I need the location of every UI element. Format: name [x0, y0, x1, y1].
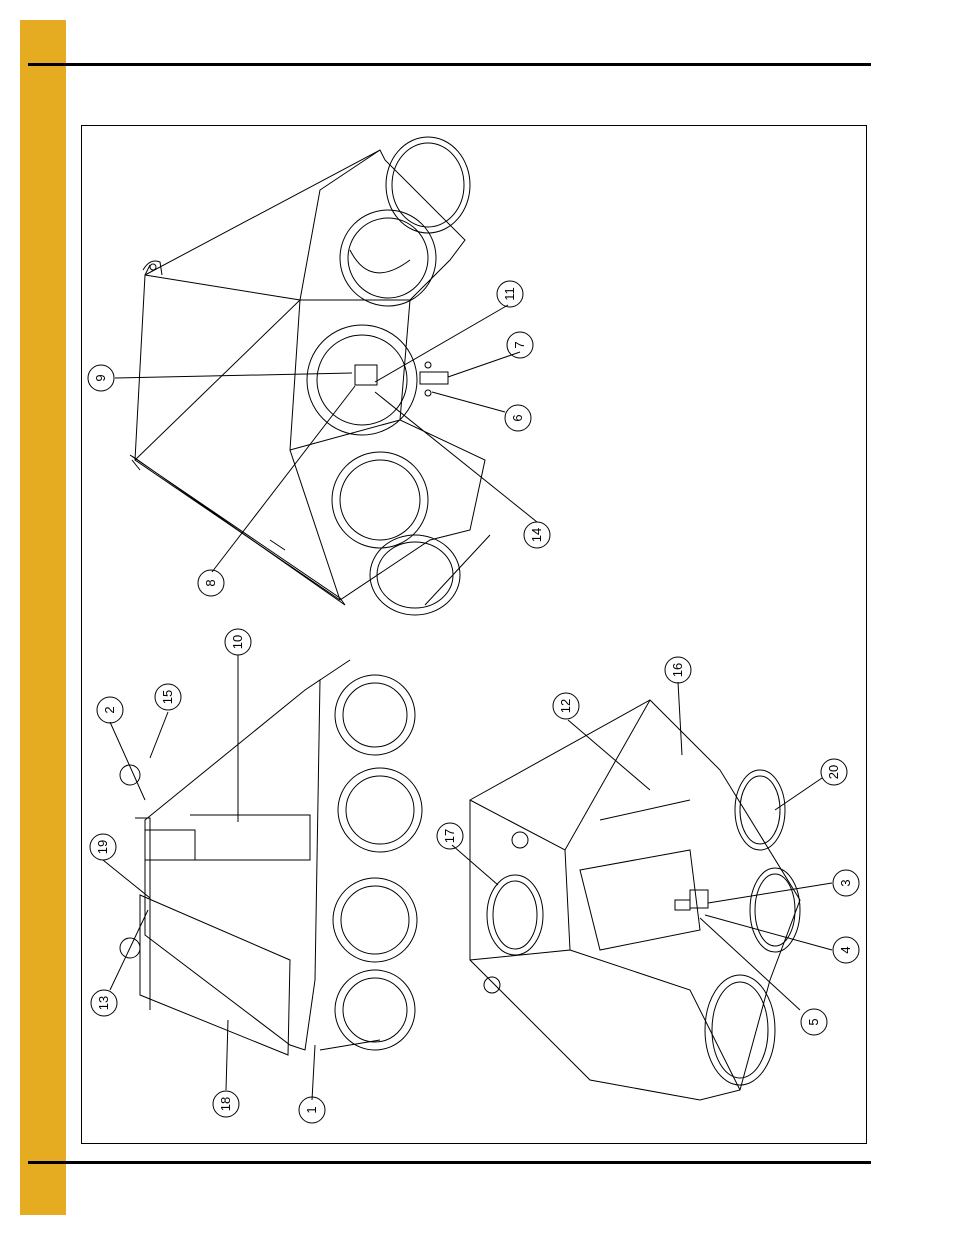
- callout-label: 11: [502, 287, 517, 301]
- callout-label: 15: [160, 690, 175, 704]
- callout-bubble: 12: [553, 693, 579, 719]
- callout-label: 17: [442, 829, 457, 843]
- callout-label: 19: [95, 840, 110, 854]
- callouts: 9 11 7 6 8 14 10 2 15 19 13 18 1 12 16 1…: [88, 281, 859, 1123]
- callout-label: 3: [838, 879, 853, 886]
- callout-bubble: 18: [213, 1091, 239, 1117]
- callout-label: 9: [93, 374, 108, 381]
- callout-bubble: 1: [299, 1097, 325, 1123]
- callout-label: 14: [529, 528, 544, 542]
- callout-label: 12: [558, 699, 573, 713]
- callout-bubble: 20: [821, 759, 847, 785]
- callout-label: 13: [96, 996, 111, 1010]
- callout-bubble: 4: [833, 937, 859, 963]
- callout-bubble: 7: [507, 332, 533, 358]
- callout-label: 18: [218, 1097, 233, 1111]
- assembly-view-top: [130, 137, 490, 615]
- callout-label: 20: [826, 765, 841, 779]
- callout-label: 6: [510, 414, 525, 421]
- callout-bubble: 8: [198, 570, 224, 596]
- callout-bubble: 17: [437, 823, 463, 849]
- callout-bubble: 19: [90, 834, 116, 860]
- callout-label: 1: [304, 1106, 319, 1113]
- callout-bubble: 10: [225, 629, 251, 655]
- leader-lines: [103, 305, 832, 1100]
- callout-label: 16: [670, 663, 685, 677]
- callout-bubble: 13: [91, 990, 117, 1016]
- callout-label: 8: [203, 579, 218, 586]
- callout-bubble: 3: [833, 870, 859, 896]
- callout-bubble: 6: [505, 405, 531, 431]
- callout-bubble: 14: [524, 522, 550, 548]
- callout-label: 2: [102, 706, 117, 713]
- assembly-view-iso: [470, 700, 800, 1100]
- callout-bubble: 2: [97, 697, 123, 723]
- callout-bubble: 9: [88, 365, 114, 391]
- callout-bubble: 15: [155, 684, 181, 710]
- callout-bubble: 11: [497, 281, 523, 307]
- callout-label: 10: [230, 635, 245, 649]
- callout-bubble: 5: [801, 1009, 827, 1035]
- callout-label: 4: [838, 946, 853, 953]
- callout-label: 5: [806, 1018, 821, 1025]
- top-view-flanges: [307, 137, 490, 615]
- callout-label: 7: [512, 341, 527, 348]
- callout-bubble: 16: [665, 657, 691, 683]
